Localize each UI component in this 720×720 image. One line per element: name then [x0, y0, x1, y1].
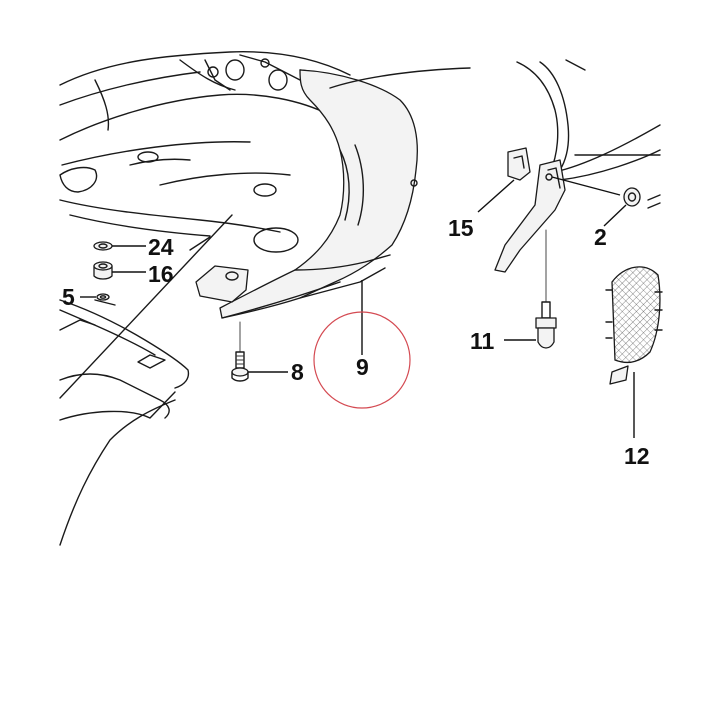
callout-2: 2 — [594, 224, 607, 250]
part-12-mesh-grille — [605, 266, 663, 385]
side-panel-right — [329, 59, 661, 181]
part-2-spacer — [623, 187, 661, 209]
callout-11: 11 — [470, 328, 495, 354]
leader-2b — [603, 204, 627, 227]
callout-15: 15 — [448, 215, 474, 241]
callout-16: 16 — [148, 261, 174, 287]
part-16-grommet — [93, 261, 113, 280]
leader-line-long — [59, 214, 233, 399]
callout-9: 9 — [356, 354, 369, 380]
part-5-washer — [96, 293, 110, 301]
callout-5: 5 — [62, 284, 75, 310]
leader-line-left — [189, 236, 211, 251]
callout-24: 24 — [148, 234, 174, 260]
part-15-clip — [507, 147, 531, 181]
part-9-tail-fairing — [195, 69, 418, 319]
highlight-circle — [313, 311, 411, 409]
callout-12: 12 — [624, 443, 650, 469]
callout-8: 8 — [291, 359, 304, 385]
part-8-screw — [231, 321, 249, 382]
leader-2 — [551, 176, 621, 196]
part-11-fastener — [535, 229, 557, 349]
leader-15 — [477, 179, 515, 213]
part-24-washer — [93, 241, 113, 251]
fairing-bracket — [494, 159, 566, 273]
